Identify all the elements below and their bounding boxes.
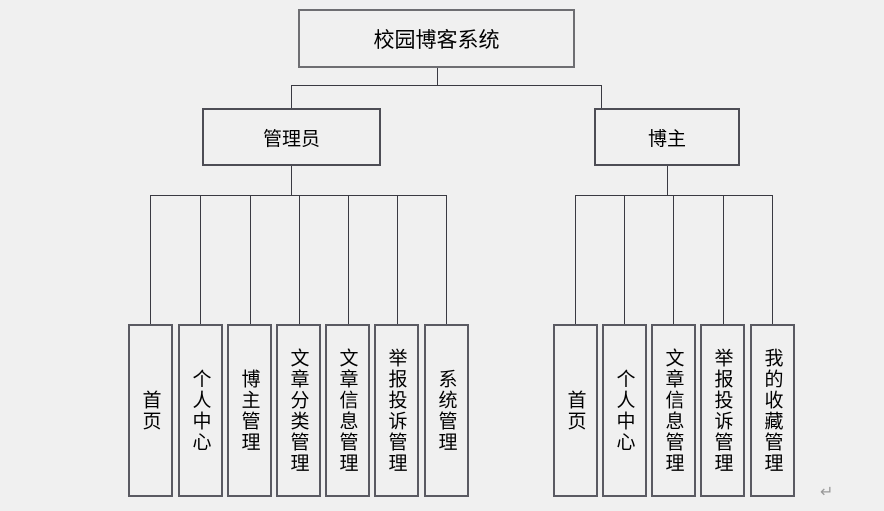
connector-blogger-drop-4	[723, 195, 724, 324]
leaf-admin-5-label: 文章信息管理	[336, 347, 359, 474]
node-admin[interactable]: 管理员	[202, 108, 381, 166]
leaf-blogger-5[interactable]: 我的收藏管理	[750, 324, 795, 497]
leaf-admin-3[interactable]: 博主管理	[227, 324, 272, 497]
connector-level2-drop-blogger	[601, 85, 602, 108]
leaf-admin-1[interactable]: 首页	[128, 324, 173, 497]
connector-admin-drop-5	[348, 195, 349, 324]
connector-blogger-drop-5	[772, 195, 773, 324]
leaf-blogger-5-label: 我的收藏管理	[761, 347, 784, 474]
leaf-blogger-4[interactable]: 举报投诉管理	[700, 324, 745, 497]
leaf-blogger-2-label: 个人中心	[613, 368, 636, 453]
node-admin-label: 管理员	[262, 127, 320, 150]
leaf-blogger-3-label: 文章信息管理	[662, 347, 685, 474]
connector-blogger-drop-3	[673, 195, 674, 324]
node-root-label: 校园博客系统	[373, 27, 500, 52]
leaf-admin-2[interactable]: 个人中心	[178, 324, 223, 497]
connector-admin-bus	[150, 195, 447, 196]
connector-admin-stem	[291, 166, 292, 195]
connector-level2-bus	[291, 85, 602, 86]
leaf-admin-4-label: 文章分类管理	[287, 347, 310, 474]
connector-blogger-bus	[575, 195, 773, 196]
connector-admin-drop-7	[446, 195, 447, 324]
leaf-admin-5[interactable]: 文章信息管理	[325, 324, 370, 497]
leaf-admin-1-label: 首页	[139, 389, 162, 432]
connector-root-stem	[437, 68, 438, 85]
leaf-admin-6[interactable]: 举报投诉管理	[374, 324, 419, 497]
connector-level2-drop-admin	[291, 85, 292, 108]
connector-blogger-drop-2	[624, 195, 625, 324]
node-root-system[interactable]: 校园博客系统	[298, 9, 575, 68]
leaf-blogger-1[interactable]: 首页	[553, 324, 598, 497]
leaf-admin-2-label: 个人中心	[189, 368, 212, 453]
connector-admin-drop-2	[200, 195, 201, 324]
connector-admin-drop-3	[250, 195, 251, 324]
leaf-admin-3-label: 博主管理	[238, 368, 261, 453]
leaf-admin-6-label: 举报投诉管理	[385, 347, 408, 474]
paragraph-return-icon: ↵	[820, 482, 834, 501]
leaf-admin-7-label: 系统管理	[435, 368, 458, 453]
leaf-admin-4[interactable]: 文章分类管理	[276, 324, 321, 497]
leaf-blogger-3[interactable]: 文章信息管理	[651, 324, 696, 497]
connector-blogger-drop-1	[575, 195, 576, 324]
node-blogger-label: 博主	[647, 127, 686, 150]
connector-admin-drop-1	[150, 195, 151, 324]
connector-admin-drop-6	[397, 195, 398, 324]
leaf-admin-7[interactable]: 系统管理	[424, 324, 469, 497]
leaf-blogger-2[interactable]: 个人中心	[602, 324, 647, 497]
connector-admin-drop-4	[299, 195, 300, 324]
leaf-blogger-1-label: 首页	[564, 389, 587, 432]
node-blogger[interactable]: 博主	[594, 108, 740, 166]
connector-blogger-stem	[667, 166, 668, 195]
leaf-blogger-4-label: 举报投诉管理	[711, 347, 734, 474]
